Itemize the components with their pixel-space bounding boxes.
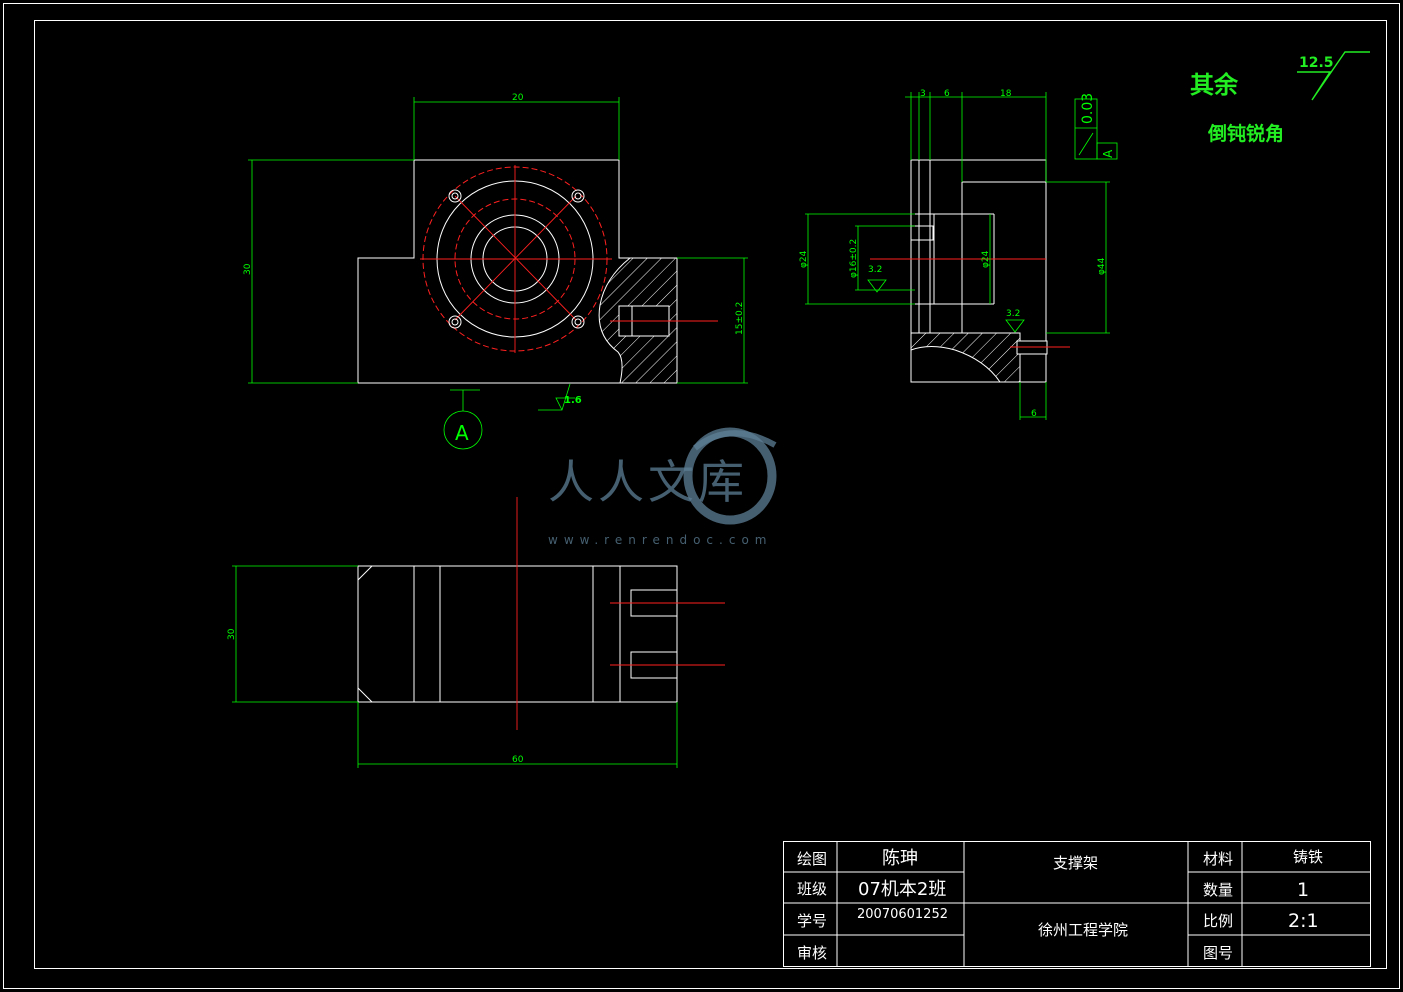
datum-a-label: A <box>455 421 469 445</box>
roughness-other-label: 其余 <box>1190 71 1239 99</box>
side-dim-18: 18 <box>1000 89 1012 99</box>
front-width-dim: 20 <box>512 93 524 103</box>
side-roughness-2: 3.2 <box>1006 309 1020 319</box>
bottom-height-dim: 30 <box>227 628 237 640</box>
watermark <box>683 427 777 525</box>
watermark-url: www.renrendoc.com <box>548 533 772 547</box>
hole-height-dim: 15±0.2 <box>735 302 745 335</box>
tb-class-value: 07机本2班 <box>858 879 946 900</box>
tb-scale-label: 比例 <box>1203 912 1233 930</box>
tb-scale-value: 2:1 <box>1288 910 1319 932</box>
side-dim-dia4: φ24 <box>981 250 991 268</box>
tb-quantity-label: 数量 <box>1203 881 1233 899</box>
tb-school: 徐州工程学院 <box>1038 921 1128 939</box>
tb-class-label: 班级 <box>797 880 827 898</box>
tb-material-label: 材料 <box>1203 850 1233 868</box>
tolerance-value: 0.03 <box>1080 93 1096 124</box>
side-roughness-1: 3.2 <box>868 265 882 275</box>
watermark-text: 人人文库 <box>548 455 748 509</box>
tb-student-id-value: 20070601252 <box>857 907 948 922</box>
tb-student-id-label: 学号 <box>797 912 827 930</box>
tb-drawn-value: 陈珅 <box>882 848 918 869</box>
front-height-dim: 30 <box>243 263 253 275</box>
tb-part-name: 支撑架 <box>1053 854 1098 872</box>
side-dim-3: 3 <box>920 89 926 99</box>
title-block <box>783 841 1371 967</box>
side-dim-dia16: φ16±0.2 <box>849 239 859 278</box>
side-view <box>805 92 1118 420</box>
tb-drawn-label: 绘图 <box>797 850 827 868</box>
tb-review-label: 审核 <box>797 944 827 962</box>
tb-material-value: 铸铁 <box>1293 848 1323 866</box>
roughness-value: 12.5 <box>1299 55 1334 71</box>
top-view <box>232 497 725 768</box>
front-roughness: 1.6 <box>564 395 582 406</box>
bottom-width-dim: 60 <box>512 755 524 765</box>
tb-drawing-no-label: 图号 <box>1203 944 1233 962</box>
side-dim-dia44: φ44 <box>1097 257 1107 275</box>
front-view <box>248 97 748 450</box>
side-dim-dia24: φ24 <box>799 250 809 268</box>
side-dim-6: 6 <box>944 89 950 99</box>
outer-border <box>3 3 1400 989</box>
tb-quantity-value: 1 <box>1297 879 1309 901</box>
chamfer-note: 倒钝锐角 <box>1207 122 1284 145</box>
side-dim-bottom-6: 6 <box>1031 409 1037 419</box>
tolerance-datum: A <box>1101 149 1115 158</box>
inner-border <box>34 20 1387 969</box>
